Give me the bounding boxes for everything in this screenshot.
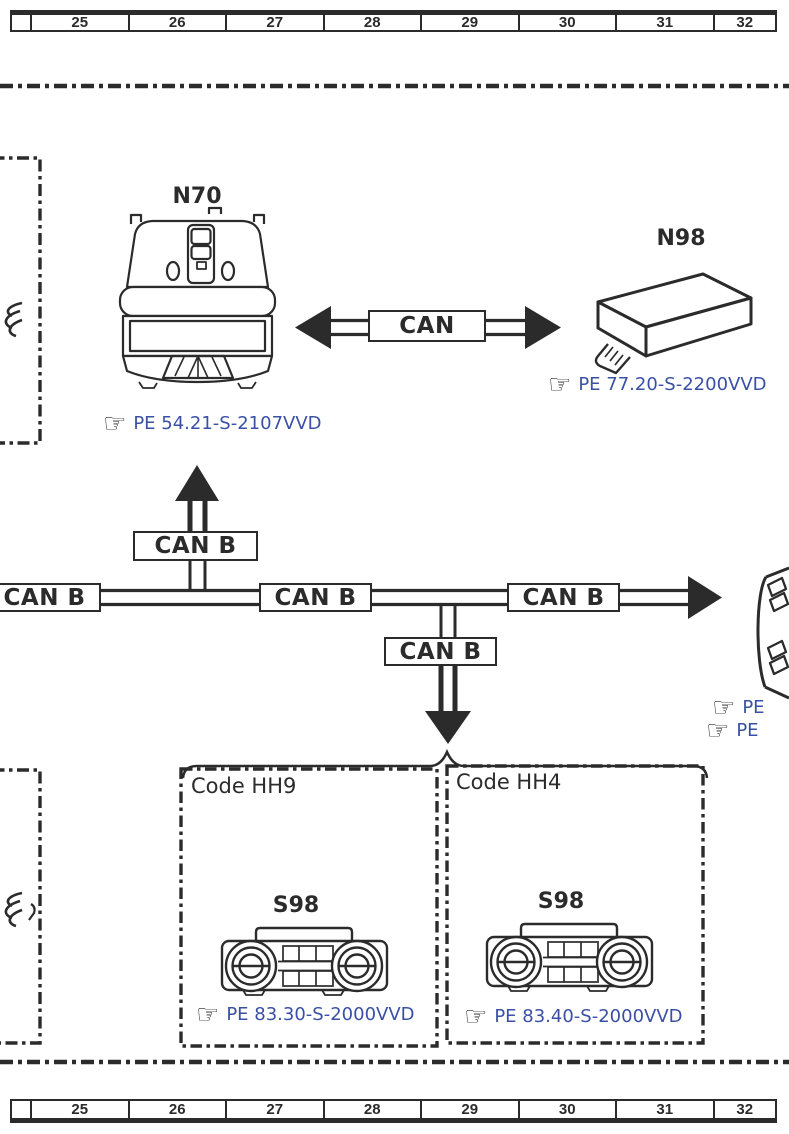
left-partial-drawing-bottom [4,891,36,928]
right-partial-pe-ref-1[interactable]: ☞ PE [712,692,765,723]
pointing-hand-icon: ☞ [103,408,127,439]
ruler-number: 27 [266,14,284,31]
can-arrow [328,318,528,337]
bottom-left-partial-box [0,768,42,1045]
ruler-number: 32 [736,14,754,31]
ruler-cell: 29 [422,1101,520,1118]
up-arrow-head [175,465,219,501]
down-arrow-head [425,711,471,744]
pointing-hand-icon: ☞ [548,369,572,400]
pe-ref-text[interactable]: PE [736,720,759,741]
can-label-box: CAN [368,310,486,342]
code-hh4-label: Code HH4 [456,770,562,794]
can-b-left-box: CAN B [0,583,101,612]
n98-label: N98 [656,226,706,251]
ruler-cell: 26 [130,14,227,31]
ruler-cell: 31 [617,14,715,31]
ruler-cell: 26 [130,1101,227,1118]
ruler-cell: 30 [520,14,617,31]
pe-ref-text[interactable]: PE 77.20-S-2200VVD [578,374,767,395]
ruler-cell: 32 [715,1101,776,1118]
ruler-cell-spacer [12,1101,32,1118]
ruler-bottom-bar [10,1118,777,1123]
ruler-cell: 27 [227,1101,325,1118]
can-b-branch-top-box: CAN B [133,531,258,561]
pointing-hand-icon: ☞ [196,999,220,1030]
ruler-bottom-cells: 25 26 27 28 29 30 31 32 [10,1099,777,1118]
ruler-cell: 31 [617,1101,715,1118]
pe-ref-text[interactable]: PE 83.30-S-2000VVD [226,1004,415,1025]
s98-hh4-pe-ref[interactable]: ☞ PE 83.40-S-2000VVD [464,1001,683,1032]
pe-ref-text[interactable]: PE 54.21-S-2107VVD [133,413,322,434]
can-arrowhead-right [525,306,561,349]
top-ruler: 25 26 27 28 29 30 31 32 [10,10,777,32]
ruler-number: 29 [461,1101,479,1118]
ruler-cell: 29 [422,14,520,31]
ruler-number: 31 [656,1101,674,1118]
n70-label: N70 [172,184,222,209]
ruler-top-bar [10,10,777,15]
s98-left-drawing [220,926,389,996]
ruler-number: 30 [558,14,576,31]
ruler-number: 28 [363,1101,381,1118]
ruler-number: 28 [363,14,381,31]
ruler-cell: 28 [325,14,422,31]
ruler-cell: 28 [325,1101,422,1118]
pe-ref-text[interactable]: PE [742,697,765,718]
ruler-number: 32 [736,1101,754,1118]
ruler-cell: 25 [32,14,130,31]
n98-drawing [594,272,753,375]
right-partial-pe-ref-2[interactable]: ☞ PE [706,715,759,746]
can-arrowhead-left [295,306,331,349]
pointing-hand-icon: ☞ [712,692,736,723]
brace [181,748,709,779]
can-b-mid-box: CAN B [259,583,372,612]
s98-left-label: S98 [272,893,320,918]
ruler-number: 31 [656,14,674,31]
pe-ref-text[interactable]: PE 83.40-S-2000VVD [494,1006,683,1027]
ruler-top-cells: 25 26 27 28 29 30 31 32 [10,14,777,32]
ruler-number: 25 [71,14,89,31]
up-arrow-shaft [187,500,208,533]
s98-right-label: S98 [537,889,585,914]
ruler-cell: 30 [520,1101,617,1118]
ruler-cell: 25 [32,1101,130,1118]
top-left-partial-box [0,156,42,445]
ruler-cell: 32 [715,14,776,31]
left-partial-drawing-top [4,301,23,338]
right-arrow-head [688,576,722,619]
ruler-number: 26 [168,14,186,31]
up-branch-connector [188,560,207,592]
ruler-number: 27 [266,1101,284,1118]
ruler-number: 30 [558,1101,576,1118]
ruler-cell-spacer [12,15,32,30]
s98-hh9-pe-ref[interactable]: ☞ PE 83.30-S-2000VVD [196,999,415,1030]
n98-pe-ref[interactable]: ☞ PE 77.20-S-2200VVD [548,369,767,400]
can-b-right-box: CAN B [507,583,620,612]
can-b-branch-down-box: CAN B [384,637,497,666]
down-branch-connector [439,606,457,639]
ruler-number: 29 [461,14,479,31]
bottom-ruler: 25 26 27 28 29 30 31 32 [10,1099,777,1123]
n70-drawing [118,206,277,389]
down-arrow-shaft [438,664,458,713]
pointing-hand-icon: ☞ [706,715,730,746]
code-hh9-box [179,767,439,1048]
ruler-number: 26 [168,1101,186,1118]
ruler-number: 25 [71,1101,89,1118]
s98-right-drawing [485,922,654,993]
pointing-hand-icon: ☞ [464,1001,488,1032]
n70-pe-ref[interactable]: ☞ PE 54.21-S-2107VVD [103,408,322,439]
right-partial-drawing [756,566,789,700]
ruler-cell: 27 [227,14,325,31]
code-hh9-label: Code HH9 [191,774,297,798]
